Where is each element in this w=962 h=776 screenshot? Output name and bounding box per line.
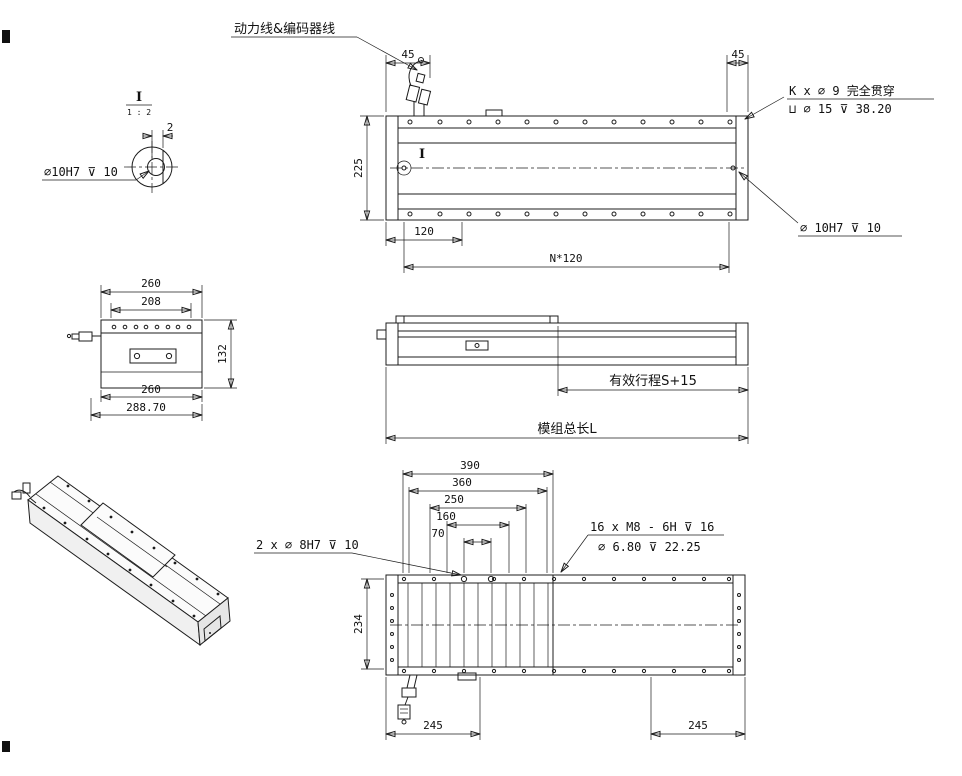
top-view-hole-row-top bbox=[407, 119, 733, 125]
dowel-hole-b bbox=[487, 575, 495, 583]
k-hole-note: K x ∅ 9 完全贯穿 ⊔ ∅ 15 ⊽ 38.20 bbox=[745, 83, 934, 119]
dim-offset-2-text: 2 bbox=[167, 121, 174, 134]
side-view-connector bbox=[376, 329, 387, 340]
isometric-hole-row-upper bbox=[66, 484, 220, 596]
side-view: 有效行程S+15 模组总长L bbox=[376, 315, 749, 444]
end-view: 260 208 132 260 288.70 bbox=[66, 277, 237, 421]
isometric-carriage bbox=[80, 502, 176, 578]
dim-70: 70 bbox=[431, 527, 491, 573]
dim-160-text: 160 bbox=[436, 510, 456, 523]
bottom-view-carriage-ribs bbox=[407, 575, 554, 675]
dim-total-length-text: 模组总长L bbox=[537, 422, 597, 437]
detail-view-label: I bbox=[136, 90, 142, 105]
detail-indicator-circle bbox=[396, 160, 412, 176]
dim-132: 132 bbox=[204, 320, 237, 388]
dim-stroke: 有效行程S+15 bbox=[558, 326, 748, 396]
dim-245-left-text: 245 bbox=[423, 719, 443, 732]
dim-45-left-text: 45 bbox=[401, 48, 414, 61]
cable-note-text: 动力线&编码器线 bbox=[234, 22, 335, 37]
thread-note: 16 x M8 - 6H ⊽ 16 ∅ 6.80 ⊽ 22.25 bbox=[561, 520, 724, 572]
dim-245-left: 245 bbox=[386, 677, 480, 740]
top-view-tab bbox=[485, 109, 503, 117]
isometric-cable bbox=[11, 482, 37, 504]
dowel-note-bottom: 2 x ∅ 8H7 ⊽ 10 bbox=[254, 538, 461, 575]
dim-70-text: 70 bbox=[431, 527, 444, 540]
dim-225-text: 225 bbox=[352, 158, 365, 178]
end-view-connector bbox=[66, 331, 101, 342]
edge-mark-top bbox=[2, 30, 10, 43]
side-view-body bbox=[385, 322, 749, 366]
bottom-view-hole-row-bottom bbox=[401, 668, 732, 674]
bottom-view-hole-col-left bbox=[390, 593, 394, 662]
end-view-body bbox=[100, 319, 203, 389]
dim-45-left: 45 bbox=[386, 48, 430, 112]
dim-total-length: 模组总长L bbox=[386, 367, 748, 444]
dim-225: 225 bbox=[352, 116, 384, 220]
dim-245-right-text: 245 bbox=[688, 719, 708, 732]
dowel-hole-note-top-text: ∅ 10H7 ⊽ 10 bbox=[800, 221, 881, 235]
dim-234: 234 bbox=[352, 579, 384, 669]
bottom-view-hole-col-right bbox=[737, 593, 741, 662]
bottom-view: 390 360 250 160 70 2 x ∅ 8H7 ⊽ 10 bbox=[254, 459, 746, 740]
detail-view-i: I 1 : 2 2 ∅10H7 ⊽ 10 bbox=[42, 90, 180, 193]
dim-208: 208 bbox=[111, 295, 191, 318]
dim-45-right-text: 45 bbox=[731, 48, 744, 61]
dim-260-bottom-text: 260 bbox=[141, 383, 161, 396]
dim-360: 360 bbox=[409, 476, 547, 573]
dim-390: 390 bbox=[403, 459, 553, 573]
dowel-hole-note-top: ∅ 10H7 ⊽ 10 bbox=[739, 172, 902, 237]
dowel-hole-a bbox=[460, 575, 468, 583]
k-hole-note-line1: K x ∅ 9 完全贯穿 bbox=[789, 83, 895, 98]
side-view-sensor bbox=[465, 340, 489, 351]
dim-offset-2: 2 bbox=[143, 121, 173, 158]
dim-n120: N*120 bbox=[404, 222, 729, 273]
isometric-hole-row-lower bbox=[42, 506, 196, 618]
dim-120-text: 120 bbox=[414, 225, 434, 238]
dim-260-top-text: 260 bbox=[141, 277, 161, 290]
dim-250-text: 250 bbox=[444, 493, 464, 506]
detail-hole-note: ∅10H7 ⊽ 10 bbox=[42, 165, 149, 181]
dim-288-text: 288.70 bbox=[126, 401, 166, 414]
detail-indicator-label: I bbox=[419, 147, 425, 162]
bottom-view-tab bbox=[457, 672, 477, 681]
bottom-view-body bbox=[385, 574, 746, 676]
dim-250: 250 bbox=[430, 493, 526, 573]
dowel-hole-right bbox=[730, 165, 736, 171]
isometric-end-slot bbox=[203, 615, 222, 642]
detail-view-scale: 1 : 2 bbox=[127, 108, 151, 117]
cable-note: 动力线&编码器线 bbox=[231, 22, 417, 70]
dim-234-text: 234 bbox=[352, 614, 365, 634]
dim-160: 160 bbox=[436, 510, 509, 573]
dim-208-text: 208 bbox=[141, 295, 161, 308]
thread-note-line1: 16 x M8 - 6H ⊽ 16 bbox=[590, 520, 714, 534]
edge-mark-bottom bbox=[2, 741, 10, 752]
dowel-hole-left bbox=[401, 165, 407, 171]
isometric-view bbox=[11, 475, 231, 647]
dim-120: 120 bbox=[386, 222, 462, 246]
dim-390-text: 390 bbox=[460, 459, 480, 472]
end-view-hole-row bbox=[111, 324, 192, 330]
cable-connector-bottom bbox=[397, 674, 418, 725]
dim-245-right: 245 bbox=[651, 677, 745, 740]
top-view-body bbox=[385, 115, 749, 221]
thread-note-line2: ∅ 6.80 ⊽ 22.25 bbox=[598, 540, 701, 554]
dim-n120-text: N*120 bbox=[549, 252, 582, 265]
dim-stroke-text: 有效行程S+15 bbox=[609, 374, 697, 389]
top-view-hole-row-bottom bbox=[407, 211, 733, 217]
end-view-slot bbox=[129, 348, 177, 364]
dim-132-text: 132 bbox=[216, 344, 229, 364]
bottom-view-hole-row-top bbox=[401, 576, 732, 582]
k-hole-note-line2: ⊔ ∅ 15 ⊽ 38.20 bbox=[789, 102, 892, 116]
dim-45-right: 45 bbox=[727, 48, 748, 112]
dowel-note-bottom-text: 2 x ∅ 8H7 ⊽ 10 bbox=[256, 538, 359, 552]
dim-288: 288.70 bbox=[91, 398, 202, 421]
top-view: I 动力线&编码器线 45 45 bbox=[231, 22, 934, 273]
dim-360-text: 360 bbox=[452, 476, 472, 489]
dim-260-top: 260 bbox=[101, 277, 202, 318]
side-view-carriage bbox=[395, 315, 559, 324]
dim-260-bottom: 260 bbox=[101, 383, 202, 402]
detail-hole-note-text: ∅10H7 ⊽ 10 bbox=[44, 165, 118, 179]
